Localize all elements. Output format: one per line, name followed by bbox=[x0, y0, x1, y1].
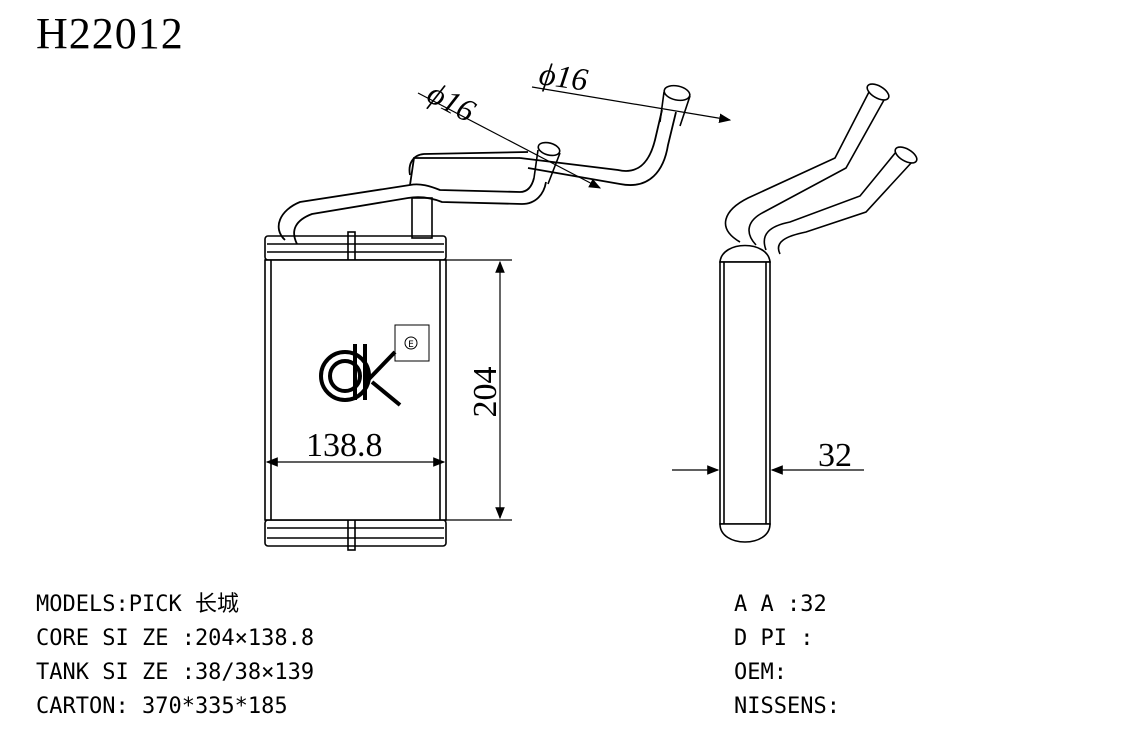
dia-leader-2 bbox=[531, 86, 732, 123]
thickness-label: 32 bbox=[818, 437, 852, 474]
side-pipe-end-1 bbox=[866, 83, 890, 101]
pipe-stub-front bbox=[411, 197, 433, 239]
specs-right: A A :32 D PI : OEM: NISSENS: bbox=[734, 588, 840, 724]
spec-dpi: D PI : bbox=[734, 626, 814, 651]
e-mark-box bbox=[394, 324, 430, 362]
side-view bbox=[719, 83, 918, 543]
dia-leader-1 bbox=[417, 92, 602, 189]
spec-tank-size: TANK SI ZE :38/38×139 bbox=[36, 660, 315, 685]
spec-core-size: CORE SI ZE :204×138.8 bbox=[36, 626, 315, 651]
part-number-title: H22012 bbox=[36, 9, 184, 58]
specs-left: MODELS:PICK 长城 CORE SI ZE :204×138.8 TAN… bbox=[36, 588, 314, 724]
side-top-cap bbox=[719, 244, 771, 263]
pipe-end-2 bbox=[663, 84, 691, 102]
svg-text:E: E bbox=[408, 340, 414, 350]
pipe-left bbox=[277, 177, 535, 241]
spec-aa: A A :32 bbox=[734, 592, 827, 617]
spec-oem: OEM: bbox=[734, 660, 787, 685]
pipe-end-1 bbox=[537, 141, 561, 157]
dia-label-2: ϕ16 bbox=[537, 55, 590, 97]
side-bottom-cap bbox=[719, 523, 771, 543]
side-pipe-end-2 bbox=[894, 146, 918, 164]
front-dimensions bbox=[265, 86, 732, 521]
ck-logo bbox=[319, 344, 402, 407]
core-height-label: 204 bbox=[467, 367, 504, 418]
spec-nissens: NISSENS: bbox=[734, 694, 840, 719]
front-view: E bbox=[264, 84, 691, 551]
side-tank-body bbox=[719, 261, 771, 525]
core-width-label: 138.8 bbox=[306, 427, 383, 464]
spec-carton: CARTON: 370*335*185 bbox=[36, 694, 288, 719]
spec-models: MODELS:PICK 长城 bbox=[36, 592, 239, 617]
